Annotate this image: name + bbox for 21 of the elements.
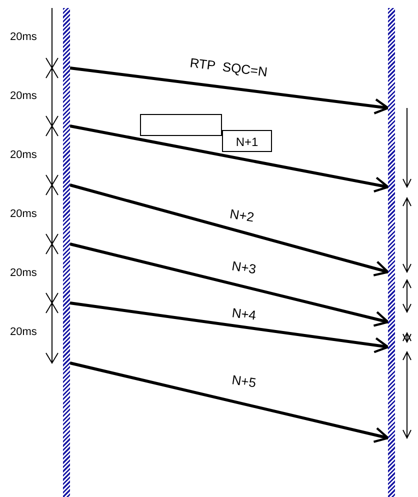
lifeline-bar xyxy=(63,8,70,497)
lifeline-bar xyxy=(388,8,395,497)
arrow xyxy=(70,362,390,443)
arrow xyxy=(70,66,390,114)
packet-label: N+1 xyxy=(222,130,272,152)
edge-label: N+5 xyxy=(230,372,258,390)
duration-label: 20ms xyxy=(10,326,37,338)
duration-label: 20ms xyxy=(10,208,37,220)
duration-label: 20ms xyxy=(10,267,37,279)
arrow xyxy=(70,302,390,354)
edge-label: N+3 xyxy=(230,258,258,277)
arrow xyxy=(70,184,390,276)
duration-label: 20ms xyxy=(10,149,37,161)
edge-label: N+2 xyxy=(228,206,256,225)
edge-label: N+4 xyxy=(231,305,257,323)
duration-label: 20ms xyxy=(10,90,37,102)
duration-label: 20ms xyxy=(10,31,37,43)
packet-box xyxy=(140,114,222,136)
arrow xyxy=(70,124,390,193)
arrow xyxy=(70,242,390,327)
edge-label: RTP SQC=N xyxy=(189,55,268,80)
